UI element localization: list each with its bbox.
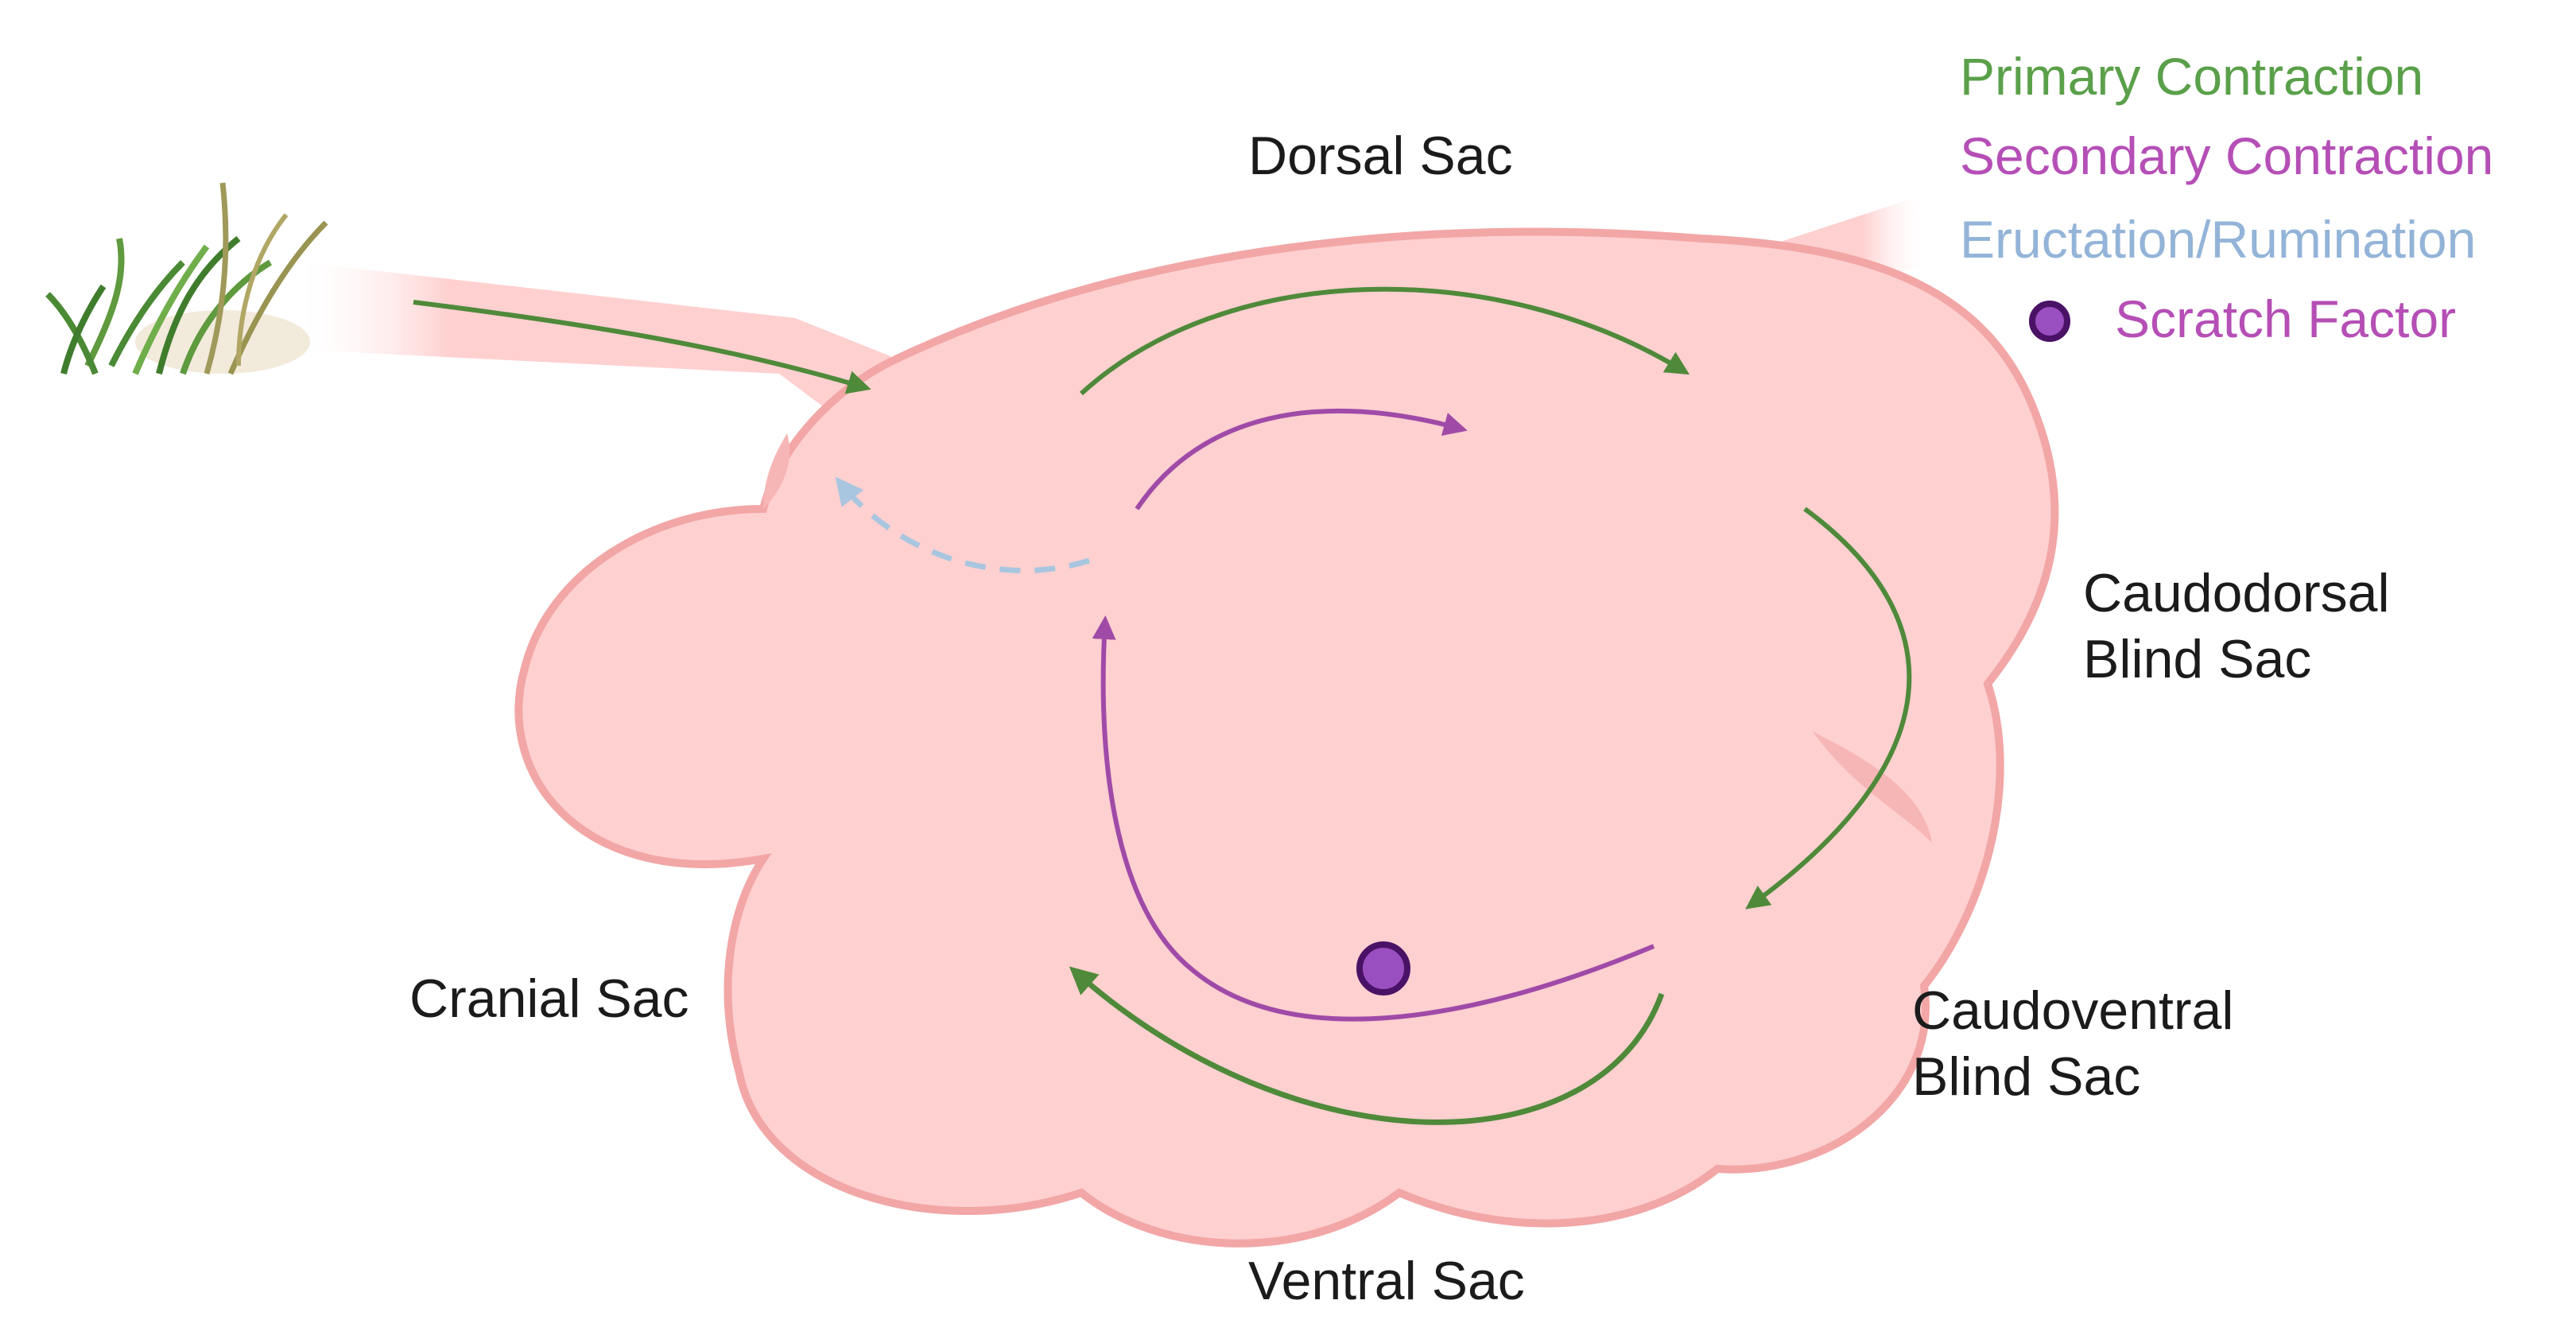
legend-eructation-rumination: Eructation/Rumination bbox=[1960, 210, 2477, 269]
caudoventral-blind-sac-label: Caudoventral Blind Sac bbox=[1912, 978, 2233, 1110]
grass-icon bbox=[45, 182, 328, 375]
caudodorsal-line1: Caudodorsal bbox=[2083, 563, 2390, 623]
legend-scratch-factor-icon bbox=[2029, 301, 2070, 342]
caudoventral-line1: Caudoventral bbox=[1912, 980, 2234, 1041]
cranial-sac-label: Cranial Sac bbox=[409, 968, 689, 1029]
legend-secondary-contraction: Secondary Contraction bbox=[1960, 126, 2494, 185]
legend-scratch-factor: Scratch Factor bbox=[2115, 289, 2457, 348]
esophagus-tube bbox=[302, 262, 890, 445]
ventral-sac-label: Ventral Sac bbox=[1248, 1251, 1525, 1311]
primary-arrow-ventral bbox=[1069, 966, 1665, 1125]
caudoventral-line2: Blind Sac bbox=[1912, 1046, 2141, 1107]
eructation-arrow bbox=[835, 476, 1091, 573]
primary-arrow-esophagus bbox=[413, 300, 871, 394]
secondary-arrow-upper bbox=[1135, 408, 1468, 510]
scratch-factor-dot bbox=[1356, 941, 1410, 996]
legend-primary-contraction: Primary Contraction bbox=[1960, 47, 2424, 106]
rumen-body bbox=[514, 227, 2059, 1248]
secondary-arrow-lower bbox=[1092, 615, 1655, 1022]
primary-arrow-dorsal bbox=[1079, 286, 1690, 396]
cranial-fold bbox=[763, 433, 790, 509]
primary-arrow-caudodorsal bbox=[1745, 506, 1912, 910]
caudodorsal-blind-sac-label: Caudodorsal Blind Sac bbox=[2083, 561, 2390, 693]
dorsal-sac-label: Dorsal Sac bbox=[1248, 126, 1513, 186]
caudodorsal-line2: Blind Sac bbox=[2083, 628, 2312, 689]
